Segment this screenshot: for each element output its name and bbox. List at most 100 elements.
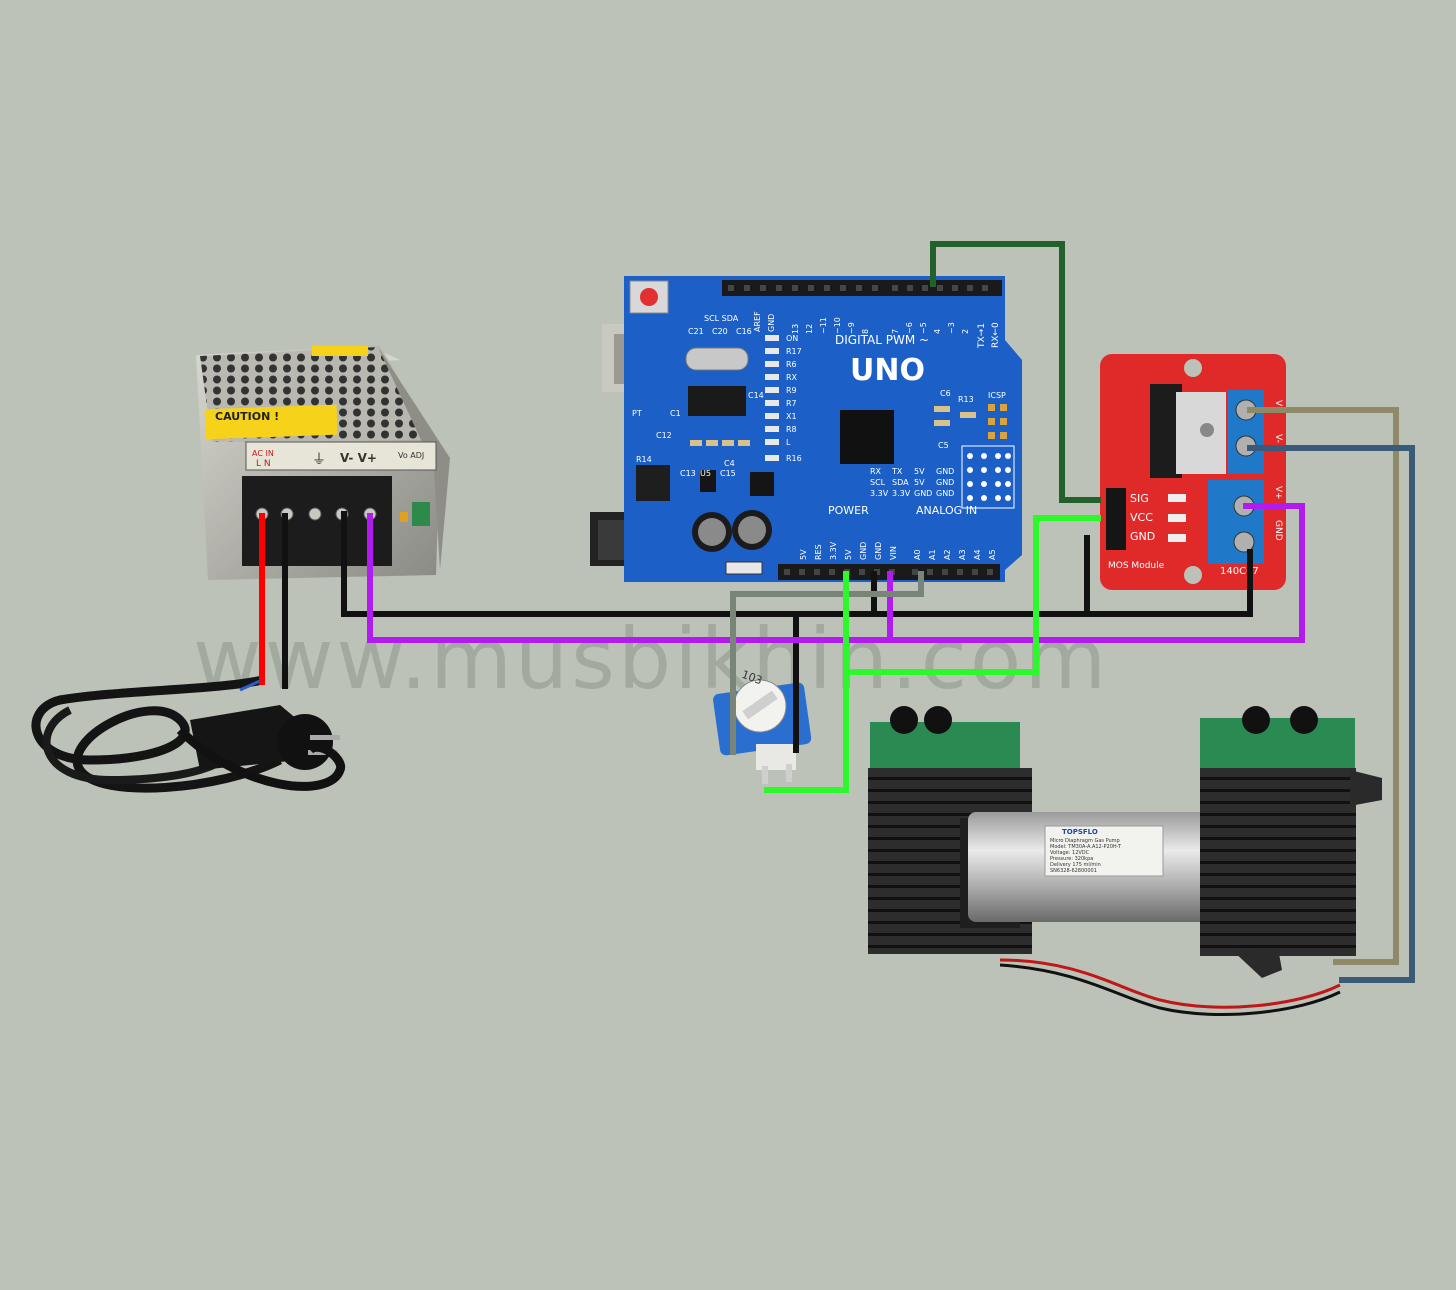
mosfet-pin-header <box>1106 488 1126 550</box>
svg-text:C20: C20 <box>712 327 728 336</box>
psu-caution-label: CAUTION ! <box>215 410 279 423</box>
digital-pin-label: 7 <box>891 329 900 334</box>
i2c-label: GND <box>936 478 954 487</box>
svg-text:C1: C1 <box>670 409 681 418</box>
led-label: R17 <box>786 347 802 356</box>
i2c-label: RX <box>870 467 882 476</box>
power-pin-label: GND <box>859 542 868 560</box>
mosfet-in-label-1: V+ <box>1273 486 1283 500</box>
i2c-label: 5V <box>914 478 925 487</box>
svg-text:C6: C6 <box>940 389 951 398</box>
pump-brand: TOPSFLO <box>1062 828 1098 836</box>
potentiometer: 103 <box>713 668 812 784</box>
tx-label: TX→1 <box>977 323 987 349</box>
power-pin-label: 3.3V <box>829 541 838 560</box>
reset-button[interactable] <box>629 280 669 314</box>
digital-pin-label: ~9 <box>847 322 856 334</box>
mosfet-in-label-2: GND <box>1273 520 1283 541</box>
svg-text:PT: PT <box>632 409 642 418</box>
led-label: R8 <box>786 425 797 434</box>
pump-label-line: Pressure: 320kpa <box>1050 856 1093 862</box>
mosfet-module: V+ V- V+ GND SIG VCC GND MOS Module 140C… <box>1100 354 1286 590</box>
usb-chip <box>688 386 746 416</box>
atmega-chip <box>840 410 894 464</box>
gnd-top-label: GND <box>767 314 776 332</box>
scl-sda-label: SCL SDA <box>704 314 739 323</box>
led-label: X1 <box>786 412 797 421</box>
plug <box>176 705 346 791</box>
voltage-regulator <box>636 465 670 501</box>
pump-label-line: Model: TM30A-A.A12-P20H-T <box>1050 844 1122 850</box>
i2c-label: TX <box>891 467 903 476</box>
mosfet-input-terminal <box>1208 480 1264 564</box>
digital-pin-label: ~10 <box>833 317 842 334</box>
mosfet-transistor <box>1150 384 1226 478</box>
svg-text:C14: C14 <box>748 391 764 400</box>
svg-text:U5: U5 <box>700 469 711 478</box>
icsp-header <box>988 404 1007 439</box>
power-pin-label: GND <box>874 542 883 560</box>
i2c-label: GND <box>936 467 954 476</box>
i2c-label: GND <box>914 489 932 498</box>
analog-pin-label: A1 <box>928 549 937 560</box>
svg-text:C4: C4 <box>724 459 735 468</box>
analog-header-label: ANALOG IN <box>916 504 977 517</box>
digital-pin-label: ~3 <box>947 322 956 334</box>
capacitors <box>692 510 772 552</box>
mosfet-pin-sig: SIG <box>1130 492 1149 505</box>
svg-text:ICSP: ICSP <box>988 391 1006 400</box>
i2c-label: SCL <box>870 478 886 487</box>
led-label: RX <box>786 373 798 382</box>
pump-label-line: Micro Diaphragm Gas Pump <box>1050 838 1120 844</box>
i2c-label: SDA <box>892 478 909 487</box>
svg-text:R13: R13 <box>958 395 974 404</box>
mosfet-code: 140C07 <box>1220 566 1259 577</box>
psu-adj-label: Vo ADJ <box>398 451 424 460</box>
i2c-label: 5V <box>914 467 925 476</box>
analog-pin-label: A2 <box>943 549 952 560</box>
led-label: R9 <box>786 386 797 395</box>
digital-pin-label: ~6 <box>905 322 914 334</box>
psu-ln-label: L N <box>256 459 271 469</box>
mosfet-out-label-2: V- <box>1273 434 1283 443</box>
svg-text:C16: C16 <box>736 327 752 336</box>
digital-pin-label: 8 <box>861 329 870 334</box>
power-pin-label: 5V <box>844 549 853 560</box>
led-label: R7 <box>786 399 797 408</box>
pad-grid <box>961 445 1015 509</box>
power-supply: CAUTION ! AC IN L N ⏚ V- V+ Vo ADJ <box>196 345 450 580</box>
i2c-label: 3.3V <box>870 489 889 498</box>
svg-text:C13: C13 <box>680 469 696 478</box>
watermark: www.musbikhin.com <box>193 610 1109 708</box>
digital-pin-label: 12 <box>805 324 814 334</box>
analog-pin-label: A3 <box>958 549 967 560</box>
psu-outputs-label: V- V+ <box>340 451 377 465</box>
digital-pin-label: ~5 <box>919 322 928 334</box>
digital-header-label: DIGITAL PWM ~ <box>835 333 929 347</box>
wire-gray-pot <box>730 571 924 755</box>
led-label: ON <box>786 334 798 343</box>
power-pin-label: VIN <box>889 546 898 560</box>
pump-label-line: SN6328-62800001 <box>1050 868 1097 874</box>
analog-pin-label: A5 <box>988 549 997 560</box>
pump-label-line: Voltage: 12VDC <box>1050 850 1090 856</box>
digital-pin-label: ~11 <box>819 317 828 334</box>
mosfet-out-label-1: V+ <box>1273 400 1283 414</box>
psu-ac-in-label: AC IN <box>252 449 274 458</box>
wire-green-light-pot <box>764 571 849 793</box>
svg-text:C15: C15 <box>720 469 736 478</box>
digital-header-holes <box>728 285 988 291</box>
led-label: R6 <box>786 360 797 369</box>
svg-text:C5: C5 <box>938 441 949 450</box>
analog-pin-label: A0 <box>913 549 922 560</box>
rx-label: RX←0 <box>991 322 1001 348</box>
wires <box>259 241 1415 983</box>
